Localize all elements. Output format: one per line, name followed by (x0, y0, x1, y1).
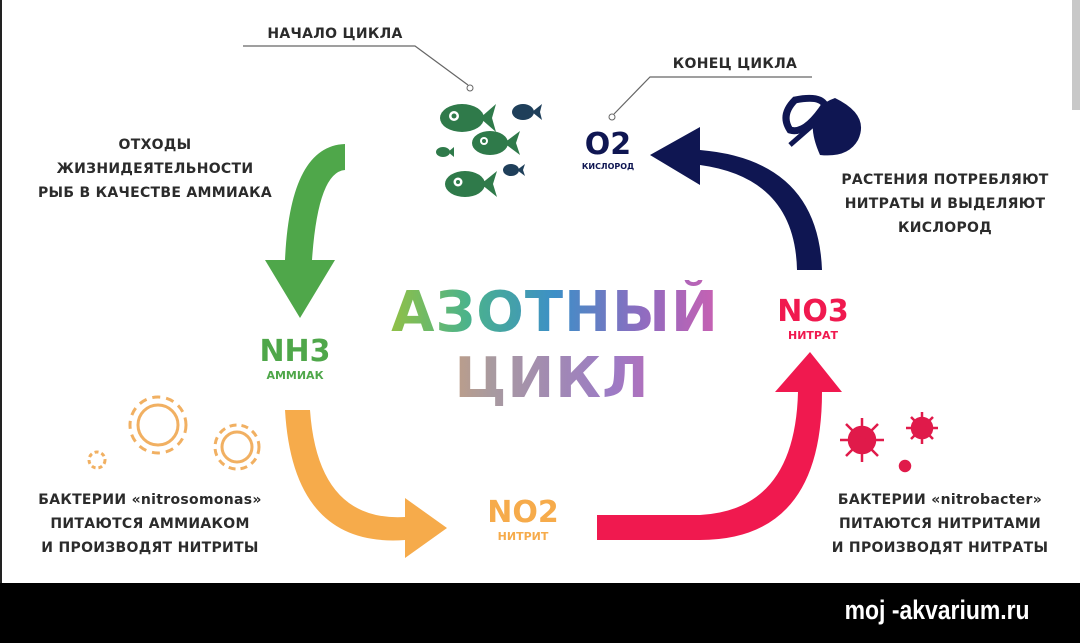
left-border (0, 0, 2, 583)
nitrosomonas-line: БАКТЕРИИ «nitrosomonas» (38, 492, 262, 508)
fish-waste-text: ОТХОДЫ ЖИЗНИДЕЯТЕЛЬНОСТИ РЫБ В КАЧЕСТВЕ … (0, 133, 310, 205)
no3-formula: NO3 (777, 294, 849, 329)
diagram-graphics (87, 45, 938, 558)
title-line-1: АЗОТНЫЙ (380, 280, 730, 346)
nitrobacter-bacteria-icon (840, 412, 938, 473)
plants-line: КИСЛОРОД (898, 220, 992, 236)
nitrobacter-line: ПИТАЮТСЯ НИТРИТАМИ (838, 516, 1042, 532)
o2-label: O2 КИСЛОРОД (570, 130, 646, 171)
scrollbar[interactable] (1072, 0, 1080, 110)
orange-arrow (285, 410, 447, 558)
plants-line: НИТРАТЫ И ВЫДЕЛЯЮТ (844, 196, 1046, 212)
no2-name: НИТРИТ (497, 530, 549, 543)
title-line-2: ЦИКЛ (374, 346, 730, 412)
nitrosomonas-line: ПИТАЮТСЯ АММИАКОМ (50, 516, 250, 532)
o2-name: КИСЛОРОД (581, 162, 635, 171)
watermark: moj -akvarium.ru (845, 595, 1030, 625)
nitrobacter-text: БАКТЕРИИ «nitrobacter» ПИТАЮТСЯ НИТРИТАМ… (800, 488, 1080, 560)
nh3-formula: NH3 (259, 334, 331, 369)
nh3-label: NH3 АММИАК (245, 334, 345, 382)
nitrosomonas-bacteria-icon (87, 395, 261, 471)
no3-label: NO3 НИТРАТ (760, 294, 866, 342)
footer-bar: moj -akvarium.ru (0, 583, 1080, 643)
no2-formula: NO2 (487, 495, 559, 530)
nitrobacter-line: БАКТЕРИИ «nitrobacter» (837, 492, 1043, 508)
nitrosomonas-line: И ПРОИЗВОДЯТ НИТРИТЫ (41, 540, 259, 556)
no2-label: NO2 НИТРИТ (470, 495, 576, 543)
plants-text: РАСТЕНИЯ ПОТРЕБЛЯЮТ НИТРАТЫ И ВЫДЕЛЯЮТ К… (800, 168, 1080, 240)
plants-line: РАСТЕНИЯ ПОТРЕБЛЯЮТ (841, 172, 1049, 188)
fish-waste-line: ОТХОДЫ (118, 137, 192, 153)
no3-name: НИТРАТ (788, 329, 838, 342)
cycle-title: АЗОТНЫЙ ЦИКЛ (380, 280, 730, 412)
fish-icon (436, 104, 542, 197)
nitrobacter-line: И ПРОИЗВОДЯТ НИТРАТЫ (831, 540, 1049, 556)
fish-waste-line: ЖИЗНИДЕЯТЕЛЬНОСТИ (56, 161, 254, 177)
nh3-name: АММИАК (266, 369, 324, 382)
fish-waste-line: РЫБ В КАЧЕСТВЕ АММИАКА (37, 185, 273, 201)
green-arrow (265, 144, 345, 318)
red-arrow (597, 352, 842, 540)
start-callout-line (243, 45, 469, 86)
nitrosomonas-text: БАКТЕРИИ «nitrosomonas» ПИТАЮТСЯ АММИАКО… (0, 488, 300, 560)
cycle-start-label: НАЧАЛО ЦИКЛА (267, 26, 403, 42)
end-callout-dot (608, 113, 616, 121)
start-callout-dot (466, 84, 474, 92)
o2-formula: O2 (584, 127, 632, 162)
leaf-icon (782, 94, 862, 156)
end-callout-line (613, 76, 812, 115)
navy-arrow (650, 127, 822, 270)
cycle-end-label: КОНЕЦ ЦИКЛА (672, 56, 798, 72)
